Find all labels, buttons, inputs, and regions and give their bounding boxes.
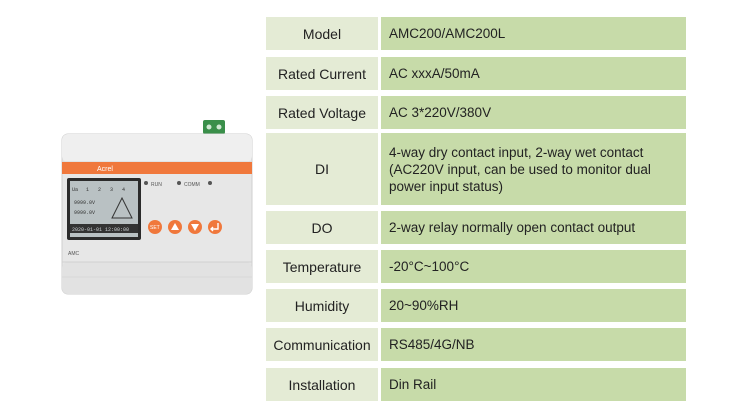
- spec-label: Model: [266, 17, 378, 50]
- spec-row-installation: Installation Din Rail: [266, 368, 686, 401]
- spec-row-rated-voltage: Rated Voltage AC 3*220V/380V: [266, 96, 686, 129]
- spec-row-humidity: Humidity 20~90%RH: [266, 289, 686, 322]
- device-brand: Acrel: [97, 166, 113, 173]
- spec-label: Communication: [266, 328, 378, 361]
- set-button: [148, 220, 162, 234]
- svg-text:3: 3: [110, 187, 113, 193]
- spec-label: Temperature: [266, 250, 378, 283]
- spec-value: 2-way relay normally open contact output: [389, 220, 636, 235]
- spec-label: Rated Current: [266, 57, 378, 90]
- svg-text:2020-01-01 12:00:00: 2020-01-01 12:00:00: [72, 227, 129, 233]
- spec-row-communication: Communication RS485/4G/NB: [266, 328, 686, 361]
- spec-value: Din Rail: [389, 377, 437, 392]
- spec-label: Rated Voltage: [266, 96, 378, 129]
- indicator-comm: COMM: [184, 182, 200, 188]
- spec-label: Installation: [266, 368, 378, 401]
- spec-value: AC 3*220V/380V: [389, 105, 492, 120]
- svg-text:2: 2: [98, 187, 101, 193]
- svg-text:9999.0V: 9999.0V: [74, 210, 95, 216]
- svg-text:4: 4: [122, 187, 125, 193]
- spec-value: -20°C~100°C: [389, 259, 470, 274]
- indicator-run: RUN: [151, 182, 162, 188]
- svg-text:1: 1: [86, 187, 89, 193]
- spec-row-rated-current: Rated Current AC xxxA/50mA: [266, 57, 686, 90]
- spec-row-temperature: Temperature -20°C~100°C: [266, 250, 686, 283]
- spec-row-do: DO 2-way relay normally open contact out…: [266, 211, 686, 244]
- svg-text:9999.0V: 9999.0V: [74, 200, 95, 206]
- spec-value: 4-way dry contact input, 2-way wet conta…: [389, 144, 651, 194]
- spec-value: 20~90%RH: [389, 298, 459, 313]
- spec-label: Humidity: [266, 289, 378, 322]
- spec-row-di: DI 4-way dry contact input, 2-way wet co…: [266, 133, 686, 205]
- spec-value: AC xxxA/50mA: [389, 66, 480, 81]
- spec-label: DO: [266, 211, 378, 244]
- device-model-mark: AMC: [68, 251, 80, 257]
- device-image: Acrel RUN COMM Ua 1 2 3 4 9999.0V 9999.0…: [52, 112, 258, 302]
- svg-text:SET: SET: [150, 225, 160, 231]
- spec-value: AMC200/AMC200L: [389, 26, 506, 41]
- svg-text:Ua: Ua: [72, 187, 78, 193]
- spec-value: RS485/4G/NB: [389, 337, 475, 352]
- spec-label: DI: [266, 133, 378, 205]
- spec-row-model: Model AMC200/AMC200L: [266, 17, 686, 50]
- enter-button: [208, 220, 222, 234]
